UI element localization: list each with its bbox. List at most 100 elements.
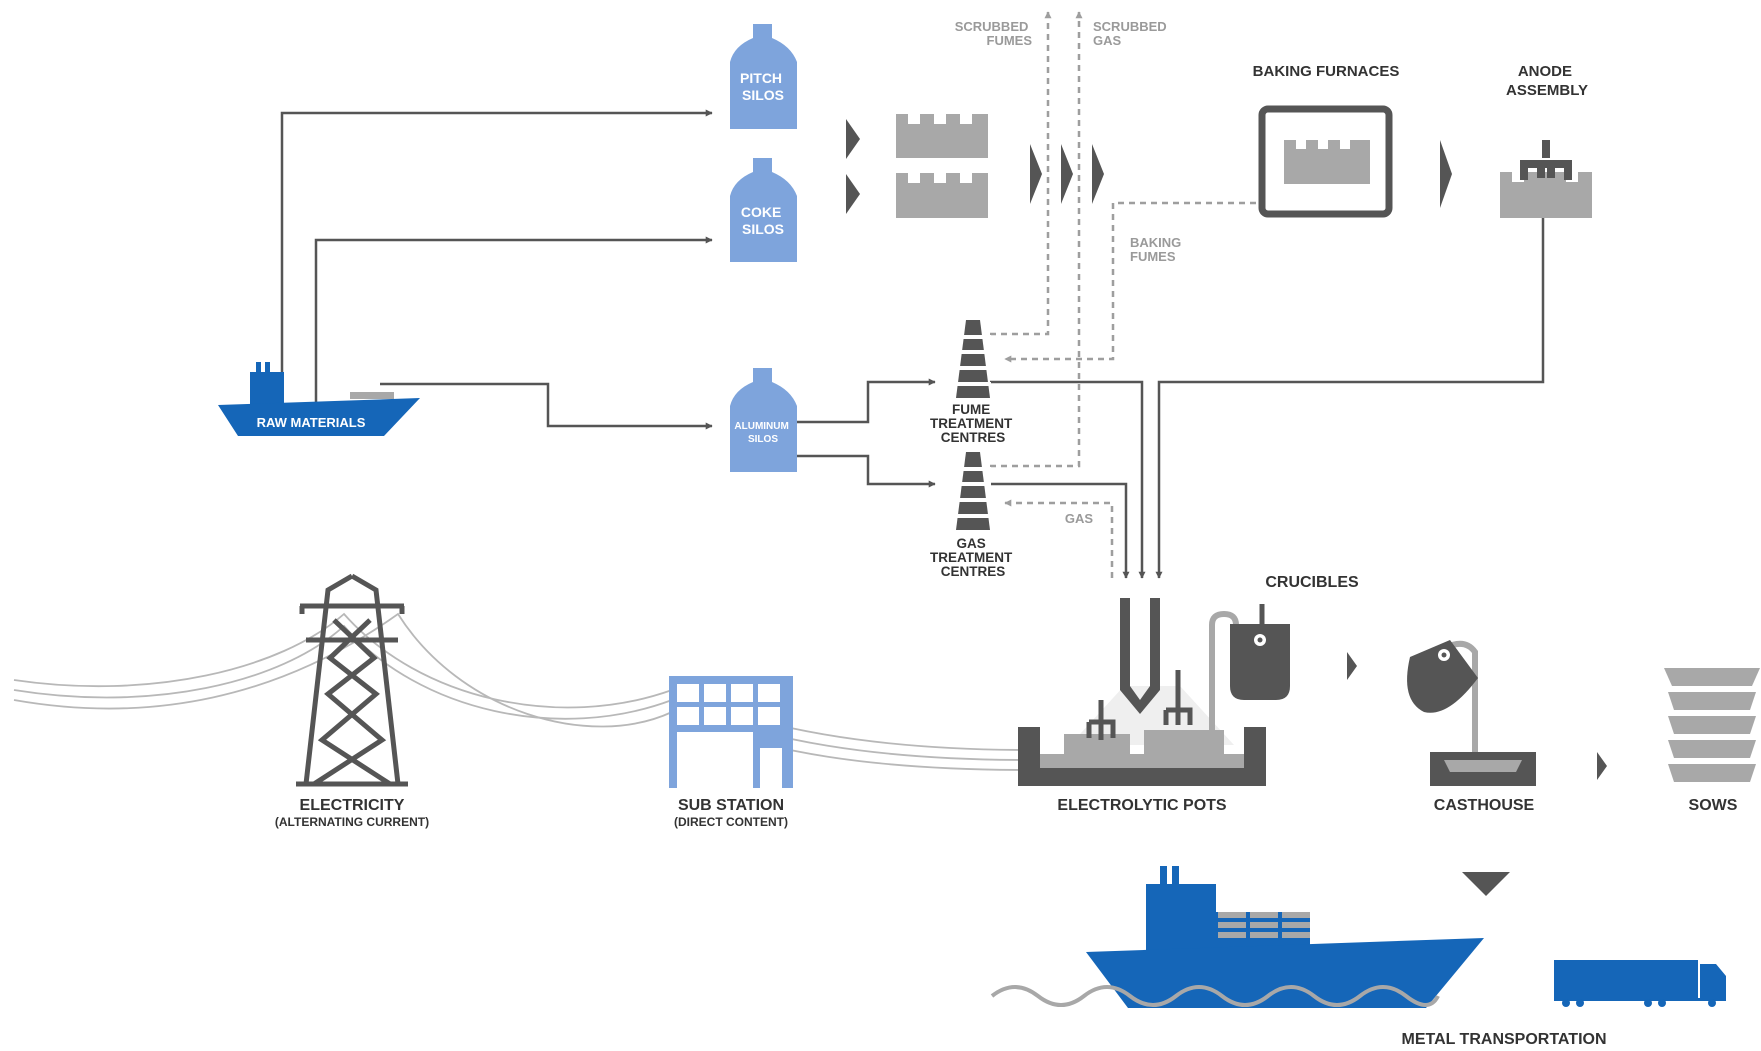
- process-chevrons: [846, 119, 1607, 780]
- fume-treatment-line1: FUME: [952, 402, 990, 417]
- carbon-block-icon: [896, 114, 988, 158]
- flow-gas-to-pots: [990, 482, 1130, 579]
- baking-furnace: BAKING FURNACES: [1253, 63, 1400, 218]
- sows: SOWS: [1664, 668, 1760, 814]
- flow-to-aluminum-silos: [380, 382, 713, 430]
- substation-building-icon: [669, 676, 793, 788]
- baking-fumes-line2: FUMES: [1130, 249, 1176, 264]
- gas-flow-lines: [990, 11, 1256, 578]
- chevron-icon: [1030, 144, 1042, 204]
- gas-treatment-line2: TREATMENT: [930, 550, 1013, 565]
- scrubbed-gas-line1: SCRUBBED: [1093, 19, 1167, 34]
- aluminum-silo: ALUMINUM SILOS: [730, 368, 797, 472]
- crucible-icon: [1230, 604, 1290, 700]
- metal-transport: METAL TRANSPORTATION: [990, 866, 1726, 1048]
- coke-silos-line1: COKE: [741, 204, 781, 220]
- pitch-silos-line2: SILOS: [742, 87, 784, 103]
- casthouse-icon: [1407, 640, 1536, 786]
- chevron-icon: [846, 119, 860, 159]
- chevron-icon: [1597, 752, 1607, 780]
- silo-icon: [730, 158, 797, 262]
- sow-stack-icon: [1664, 668, 1760, 782]
- svg-text:GAS TREATMENT CENT: GAS TREATMENT CENTRES: [930, 536, 1016, 579]
- chimney-icon: [955, 452, 991, 530]
- raw-materials-label: RAW MATERIALS: [257, 415, 366, 430]
- sub-station-sublabel: (DIRECT CONTENT): [674, 815, 788, 829]
- coke-silos-line2: SILOS: [742, 221, 784, 237]
- flow-fume-to-pots: [990, 380, 1146, 579]
- material-flow-lines: [280, 109, 1545, 579]
- crucible: CRUCIBLES: [1230, 574, 1359, 700]
- casthouse-label: CASTHOUSE: [1434, 797, 1535, 814]
- crucibles-label: CRUCIBLES: [1265, 574, 1359, 591]
- carbon-block-icon: [896, 173, 988, 218]
- svg-text:FUME TREATMENT CEN: FUME TREATMENT CENTRES: [930, 402, 1016, 445]
- electrolytic-pots: ELECTROLYTIC POTS: [1018, 598, 1266, 814]
- anode-assembly: ANODE ASSEMBLY: [1500, 63, 1592, 218]
- aluminum-silos-line1: ALUMINUM: [734, 421, 788, 432]
- anode-assembly-line2: ASSEMBLY: [1506, 82, 1588, 99]
- casthouse: CASTHOUSE: [1407, 640, 1536, 814]
- scrubbed-gas-line2: GAS: [1093, 33, 1122, 48]
- chevron-icon: [1061, 144, 1073, 204]
- fume-treatment-centre: FUME TREATMENT CENTRES: [930, 320, 1016, 445]
- metal-transportation-label: METAL TRANSPORTATION: [1401, 1031, 1606, 1048]
- ship-icon: [218, 362, 420, 436]
- raw-materials-ship: RAW MATERIALS: [218, 362, 420, 436]
- fume-treatment-line3: CENTRES: [941, 430, 1006, 445]
- power-lines: [13, 612, 1031, 771]
- svg-text:ANODE ASSEMBLY: ANODE ASSEMBLY: [1506, 63, 1588, 99]
- svg-text:SCRUBBED FUMES: SCRUBBED FUMES: [955, 19, 1033, 48]
- pitch-silo: PITCH SILOS: [730, 24, 797, 129]
- pylon: ELECTRICITY (ALTERNATING CURRENT): [275, 573, 429, 829]
- chevron-icon: [1440, 140, 1452, 208]
- baking-furnaces-label: BAKING FURNACES: [1253, 63, 1400, 80]
- truck-icon: [1554, 960, 1726, 1007]
- flow-to-pitch-silos: [280, 109, 713, 374]
- sows-label: SOWS: [1689, 797, 1738, 814]
- chevron-icon: [1092, 144, 1104, 204]
- gas-treatment-line3: CENTRES: [941, 564, 1006, 579]
- carbon-block-icon: [1284, 140, 1370, 184]
- scrubbed-fumes-line1: SCRUBBED: [955, 19, 1029, 34]
- scrubbed-fumes-line: [990, 11, 1052, 336]
- fume-treatment-line2: TREATMENT: [930, 416, 1013, 431]
- svg-text:COKE SILOS: COKE SILOS: [741, 204, 785, 237]
- chevron-icon: [1347, 652, 1357, 680]
- flow-silo-to-fume: [790, 378, 936, 424]
- sub-station-label: SUB STATION: [678, 797, 784, 814]
- electricity-label: ELECTRICITY: [300, 797, 405, 814]
- coke-silo: COKE SILOS: [730, 158, 797, 262]
- anode-assembly-line1: ANODE: [1518, 63, 1572, 80]
- silo-icon: [730, 368, 797, 472]
- flow-silo-to-gas: [790, 454, 936, 488]
- svg-text:BAKING FUMES: BAKING FUMES: [1130, 235, 1185, 264]
- down-arrow-icon: [1462, 872, 1510, 896]
- silo-icon: [730, 24, 797, 129]
- green-anode-blocks: [896, 114, 988, 218]
- electrolytic-pot-icon: [1018, 598, 1266, 786]
- gas-treatment-line1: GAS: [956, 536, 985, 551]
- flow-anode-to-pots: [1155, 218, 1545, 579]
- scrubbed-fumes-line2: FUMES: [987, 33, 1033, 48]
- electrolytic-pots-label: ELECTROLYTIC POTS: [1057, 797, 1227, 814]
- gas-label: GAS: [1065, 511, 1094, 526]
- baking-fumes-line: [1004, 201, 1256, 363]
- pitch-silos-line1: PITCH: [740, 70, 782, 86]
- gas-treatment-centre: GAS TREATMENT CENTRES: [930, 452, 1016, 579]
- chimney-icon: [955, 320, 991, 398]
- svg-text:PITCH SILOS: PITCH SILOS: [740, 70, 786, 103]
- flow-to-coke-silos: [314, 236, 713, 404]
- svg-text:SCRUBBED GAS: SCRUBBED GAS: [1093, 19, 1170, 48]
- scrubbed-gas-line: [990, 11, 1083, 468]
- pylon-icon: [296, 573, 408, 787]
- chevron-icon: [846, 174, 860, 214]
- sub-station: SUB STATION (DIRECT CONTENT): [669, 676, 793, 829]
- electricity-sublabel: (ALTERNATING CURRENT): [275, 815, 429, 829]
- cargo-ship-icon: [990, 866, 1484, 1008]
- aluminum-silos-line2: SILOS: [748, 434, 778, 445]
- baking-fumes-line1: BAKING: [1130, 235, 1181, 250]
- anode-assembly-icon: [1500, 140, 1592, 218]
- gas-return-line: [1004, 499, 1114, 578]
